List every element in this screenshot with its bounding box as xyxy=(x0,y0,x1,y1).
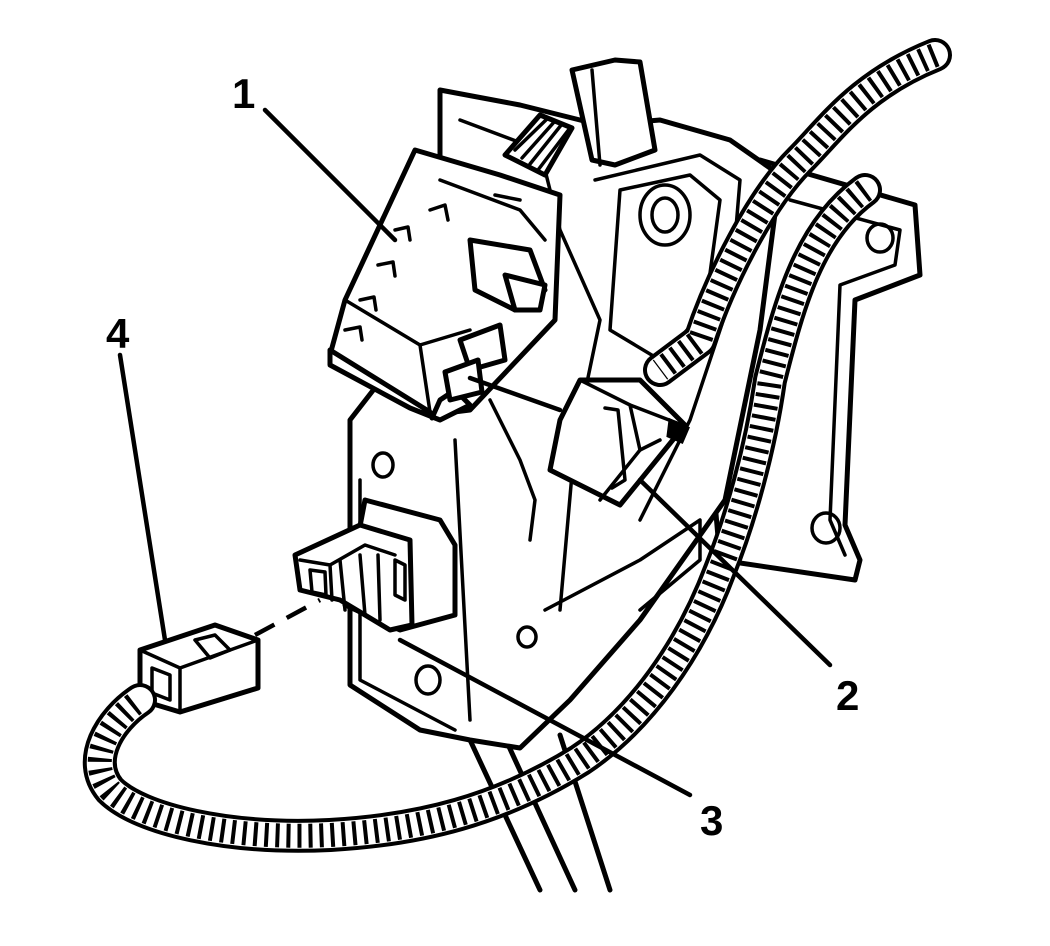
switch-module xyxy=(327,147,563,423)
callout-3: 3 xyxy=(700,797,723,844)
leader-lines xyxy=(117,107,833,798)
switch-connector xyxy=(547,377,690,508)
callout-2: 2 xyxy=(836,672,859,719)
leader-line-1 xyxy=(262,107,398,243)
wiring-harness xyxy=(82,38,952,853)
mounted-connector xyxy=(292,497,458,633)
connection-lines xyxy=(253,375,563,637)
spring xyxy=(502,112,575,178)
harness-connector xyxy=(137,622,261,715)
leader-line-2 xyxy=(637,477,833,668)
callout-4: 4 xyxy=(106,310,130,357)
leader-line-3 xyxy=(397,637,693,798)
leader-line-4 xyxy=(117,352,168,643)
callout-1: 1 xyxy=(232,70,255,117)
top-post xyxy=(569,57,658,168)
